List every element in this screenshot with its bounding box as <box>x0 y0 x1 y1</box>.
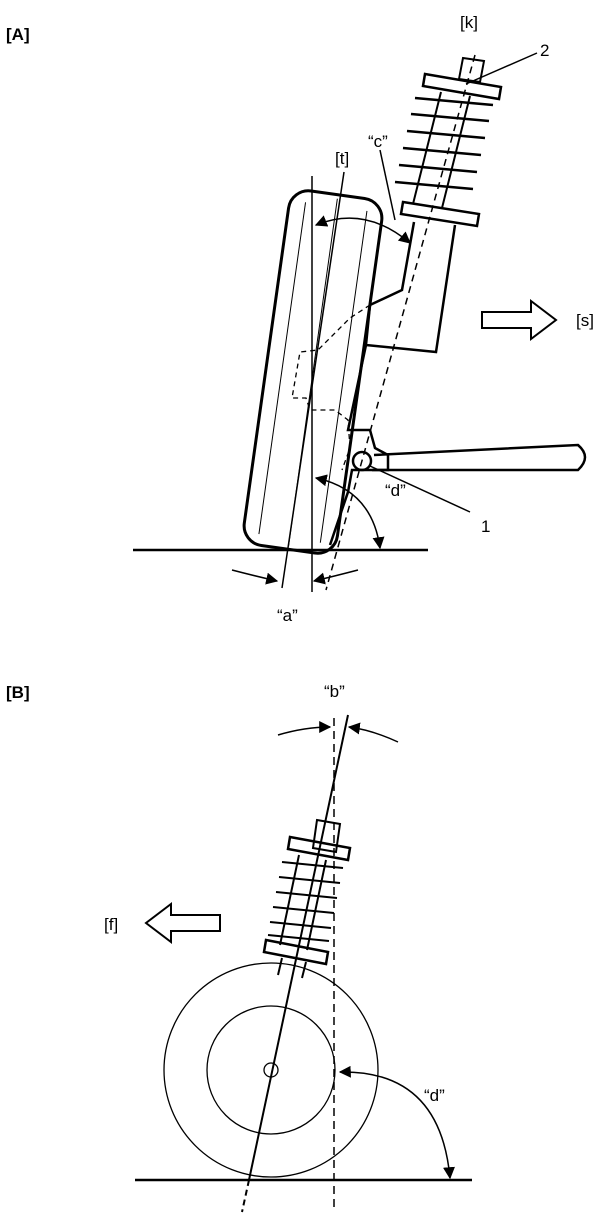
label-b: “b” <box>324 682 345 701</box>
leader-c <box>379 149 396 221</box>
angle-a-arrow-left <box>231 569 279 585</box>
label-f: [f] <box>104 915 118 934</box>
label-c: “c” <box>368 132 388 151</box>
angle-d-arc-b <box>338 1065 455 1180</box>
lower-spring-seat-b <box>262 938 330 966</box>
steering-knuckle <box>328 344 390 546</box>
panel-b-tag: [B] <box>6 683 30 702</box>
ball-joint <box>351 450 373 472</box>
upper-spring-seat <box>421 72 503 101</box>
strut-top-rod <box>457 56 486 84</box>
coil-spring-b <box>267 861 344 942</box>
knuckle-hidden-lines <box>291 304 371 471</box>
tire-front-view <box>242 189 384 555</box>
label-k: [k] <box>460 13 478 32</box>
label-part-2: 2 <box>540 41 549 60</box>
angle-c-arc <box>314 215 411 244</box>
label-t: [t] <box>335 149 349 168</box>
direction-arrow-f <box>144 901 221 945</box>
coil-spring-a <box>394 96 494 191</box>
direction-arrow-s <box>481 298 558 342</box>
angle-b-arrow-left <box>277 721 332 736</box>
strut-top-b <box>311 818 342 854</box>
tire-centerline <box>281 171 345 589</box>
panel-a: [A] <box>6 13 594 625</box>
label-s: [s] <box>576 311 594 330</box>
lower-control-arm <box>372 443 587 472</box>
angle-d-arc-a <box>314 474 385 550</box>
label-a: “a” <box>277 606 298 625</box>
angle-b-arrow-right <box>347 722 399 743</box>
panel-a-tag: [A] <box>6 25 30 44</box>
strut-body <box>364 221 457 354</box>
label-part-1: 1 <box>481 517 490 536</box>
label-d-a: “d” <box>385 481 406 500</box>
wheel-outer <box>163 962 379 1178</box>
panel-b: [B] <box>6 682 472 1213</box>
wheel-inner <box>206 1005 336 1135</box>
upper-spring-seat-b <box>286 835 352 862</box>
lower-spring-seat <box>399 200 481 228</box>
label-d-b: “d” <box>424 1086 445 1105</box>
leader-part-2 <box>465 52 538 85</box>
angle-a-arrow-right <box>312 569 359 585</box>
leader-part-1 <box>369 465 471 513</box>
